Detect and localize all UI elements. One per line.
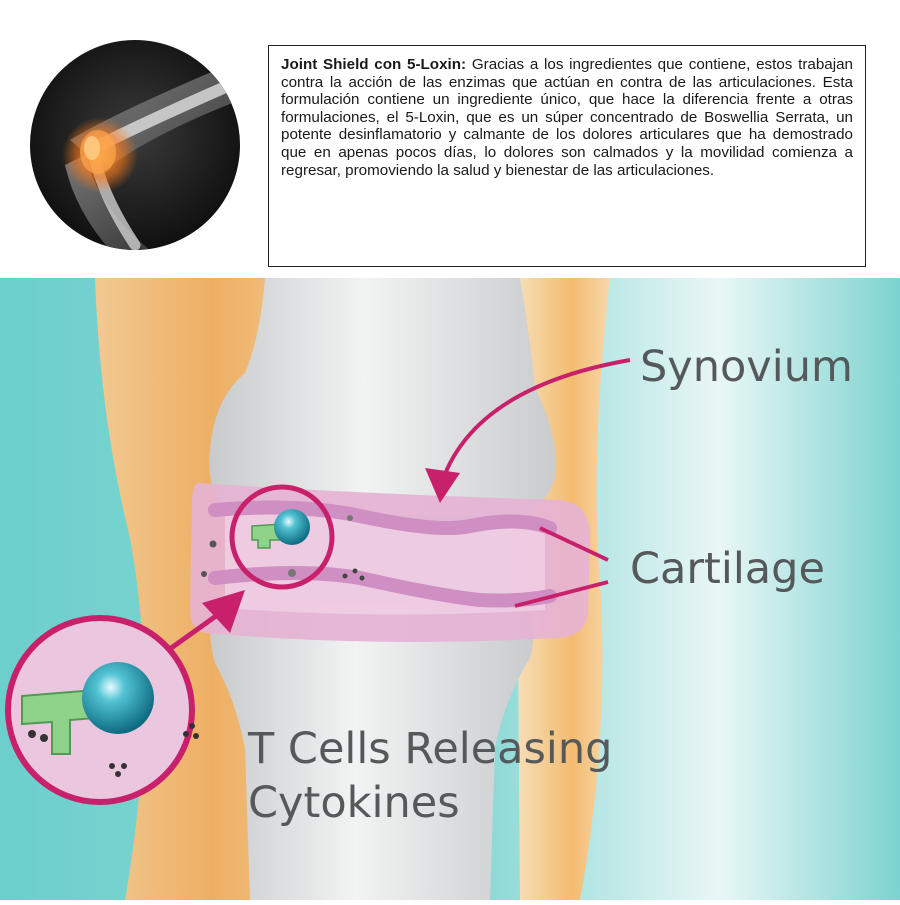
- label-t-cells-line1: T Cells Releasing: [248, 724, 613, 774]
- info-box: Joint Shield con 5-Loxin: Gracias a los …: [268, 45, 866, 267]
- cytokine-dot: [352, 568, 358, 574]
- cartilage-pointer-upper: [539, 526, 609, 562]
- cytokine-dot: [288, 569, 296, 577]
- cytokine-dot: [115, 771, 121, 777]
- cytokine-dot: [183, 731, 189, 737]
- cytokine-dot: [201, 571, 207, 577]
- cytokine-dot: [121, 763, 127, 769]
- synovium-arrow-head: [425, 468, 460, 503]
- magnify-arrow-head: [202, 590, 245, 633]
- knee-xray-photo: [30, 40, 240, 250]
- info-title: Joint Shield con 5-Loxin:: [281, 56, 467, 73]
- label-synovium: Synovium: [640, 342, 853, 392]
- info-paragraph: Joint Shield con 5-Loxin: Gracias a los …: [281, 56, 853, 179]
- magnify-circle-small: [229, 484, 335, 590]
- t-cell-large: [82, 662, 154, 734]
- cartilage-lower: [208, 566, 557, 608]
- joint-illustration: [0, 278, 900, 900]
- label-t-cells: T Cells Releasing Cytokines: [248, 722, 612, 830]
- label-cartilage: Cartilage: [630, 544, 825, 594]
- cartilage-upper: [208, 500, 557, 536]
- synovium-arrow-line: [438, 358, 631, 489]
- header-section: Joint Shield con 5-Loxin: Gracias a los …: [0, 0, 900, 280]
- cytokine-dot: [189, 723, 195, 729]
- cytokine-dot: [40, 734, 48, 742]
- t-cell-small: [274, 509, 310, 545]
- cytokine-dot: [193, 733, 199, 739]
- knee-xray-graphic: [30, 40, 240, 250]
- knee-joint-diagram: [0, 278, 900, 900]
- cytokine-dot: [359, 575, 365, 581]
- cytokine-dot: [347, 515, 353, 521]
- label-t-cells-line2: Cytokines: [248, 778, 460, 828]
- magnify-circle-large: [5, 615, 195, 805]
- cartilage-pointer-lower: [514, 580, 609, 608]
- cytokine-dot: [28, 730, 36, 738]
- cytokine-dot: [342, 573, 348, 579]
- tibia-bone: [210, 598, 534, 900]
- cytokine-dot: [109, 763, 115, 769]
- cytokine-dot: [209, 540, 217, 548]
- femur-bone: [209, 278, 556, 516]
- info-body: Gracias a los ingredientes que contiene,…: [281, 56, 853, 179]
